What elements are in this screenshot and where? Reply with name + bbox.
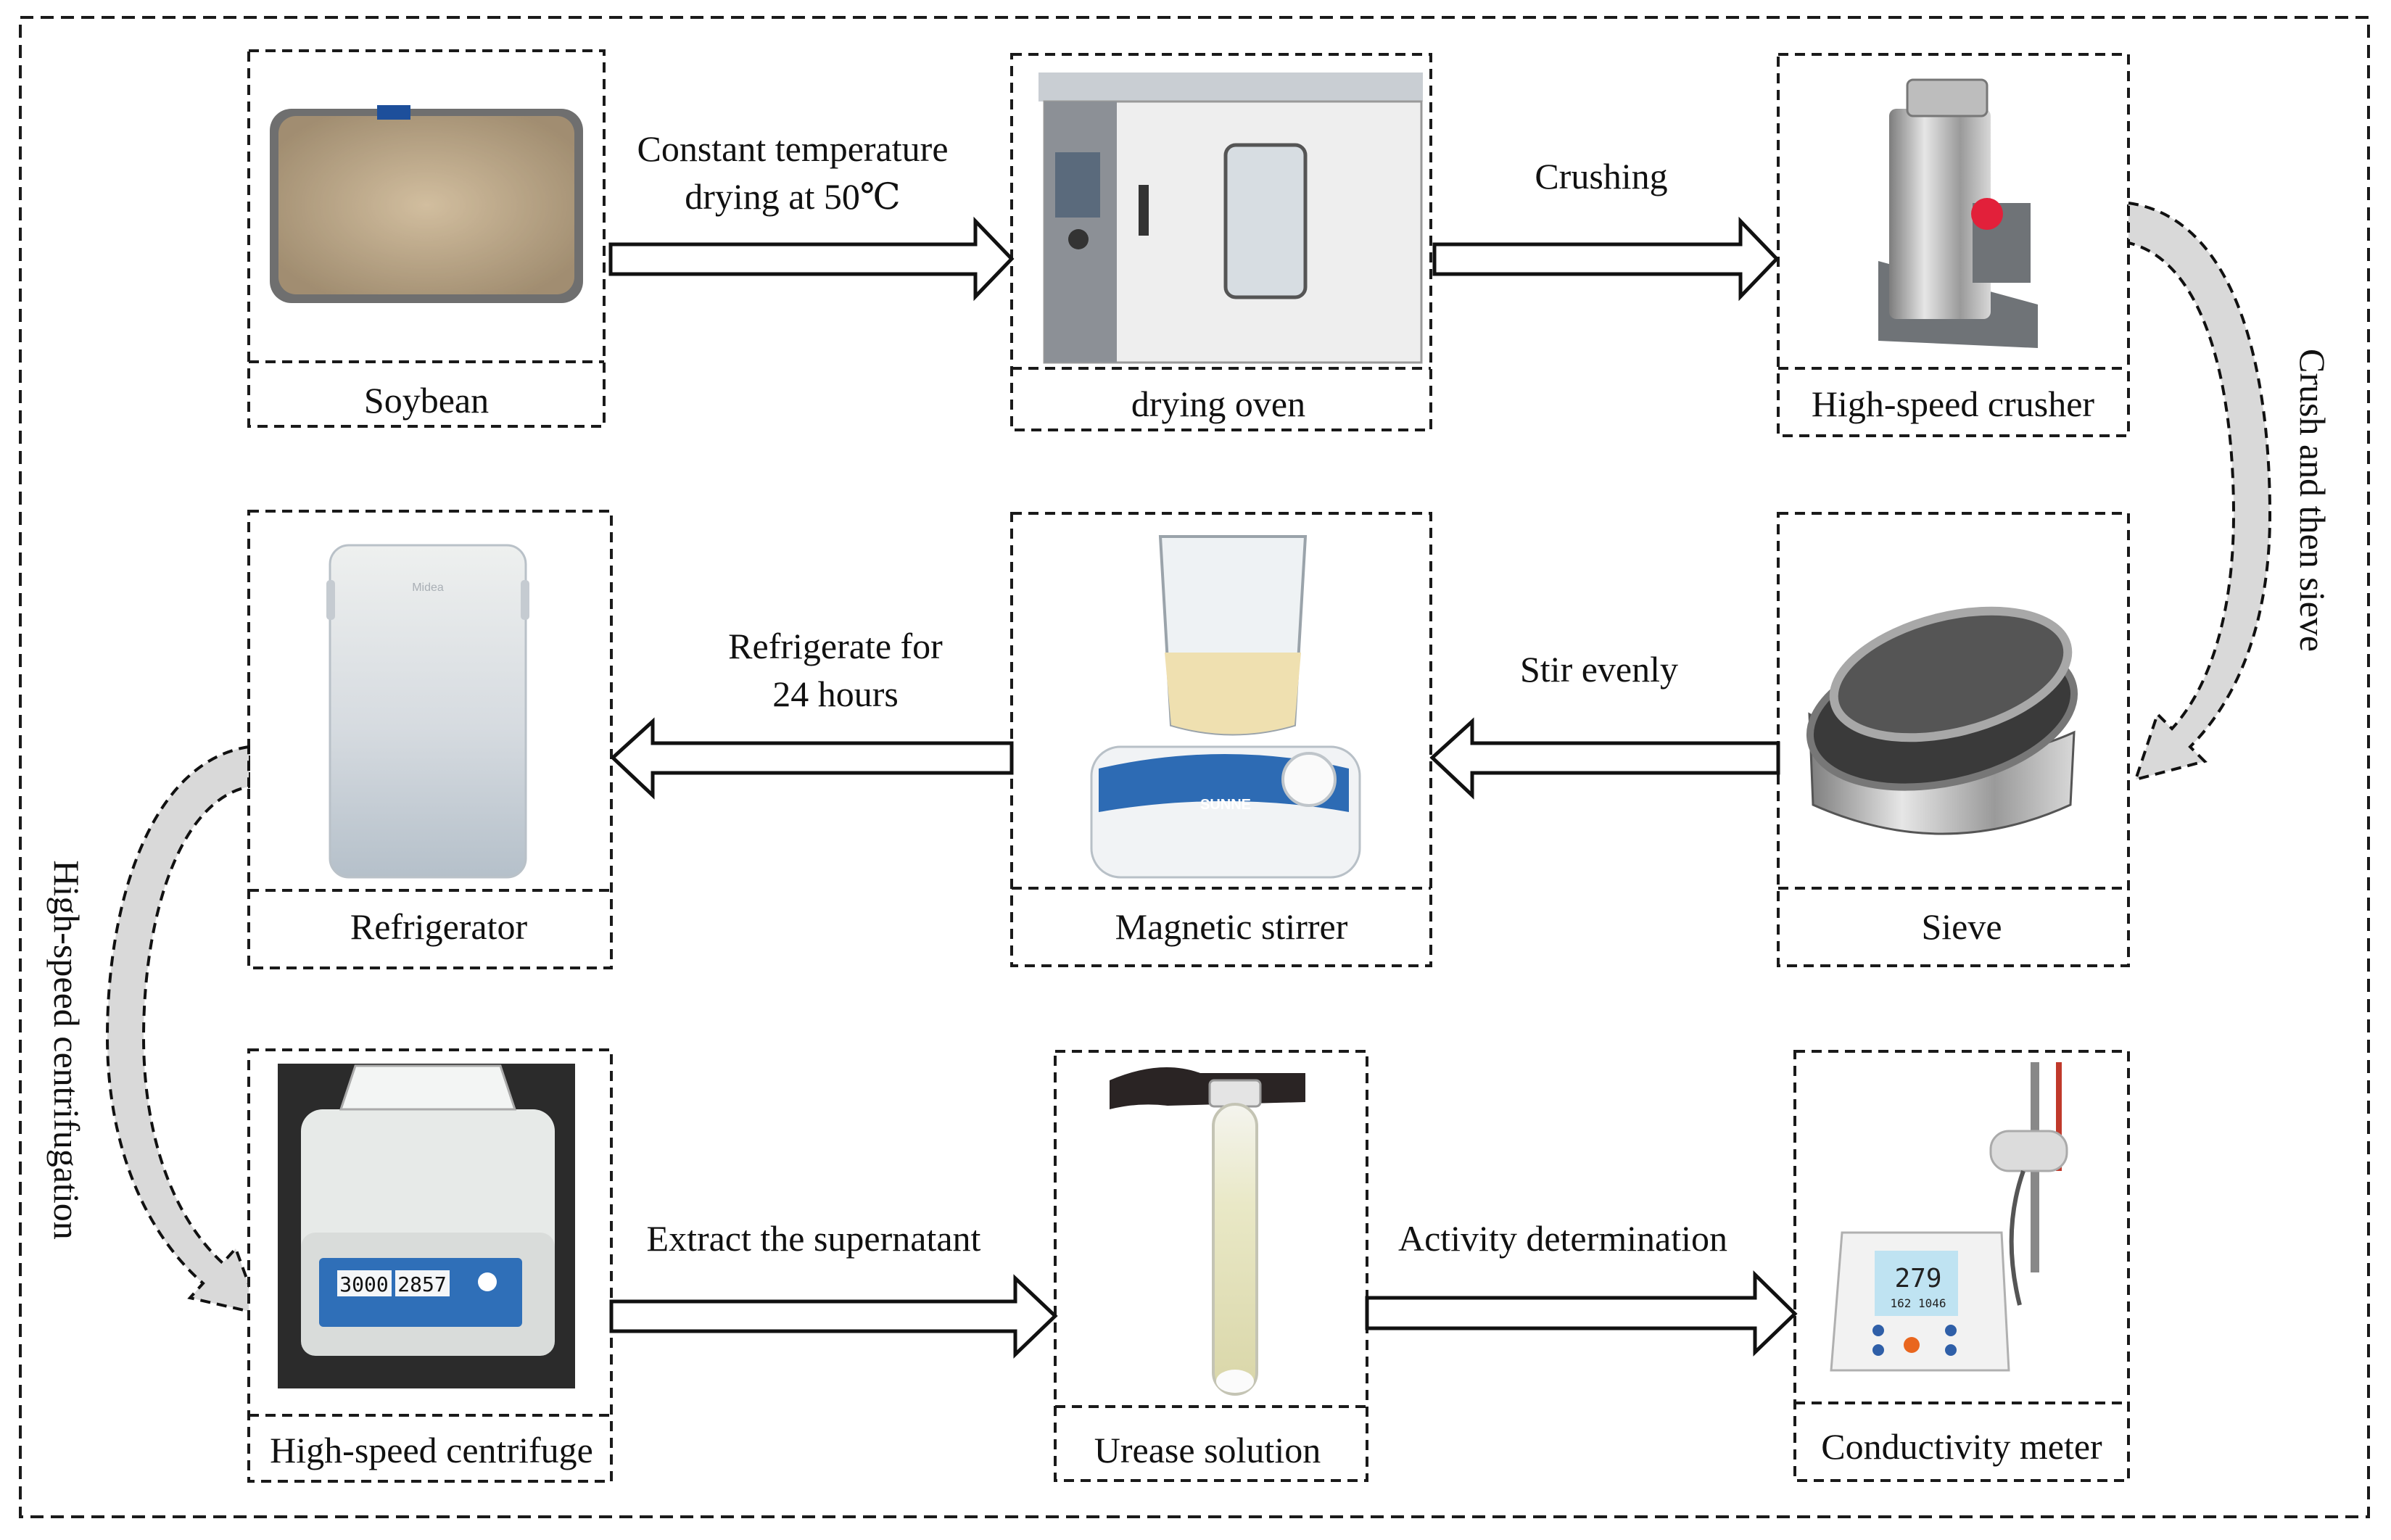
step-refrigerate-line2: 24 hours bbox=[772, 674, 899, 714]
arrow-soybean-to-oven bbox=[608, 216, 1015, 302]
stirrer-brand-text: SUNNE bbox=[1200, 797, 1251, 813]
centrifuge-speed-display: 3000 bbox=[339, 1272, 388, 1296]
fridge-brand-text: Midea bbox=[412, 581, 444, 594]
arrow-centrifuge-to-urease bbox=[609, 1274, 1058, 1359]
step-drying-line1: Constant temperature bbox=[637, 128, 948, 169]
curve-arrow-centrifugation bbox=[105, 745, 263, 1316]
meter-reading-display: 279 bbox=[1894, 1264, 1941, 1293]
label-drying-oven: drying oven bbox=[1131, 384, 1305, 424]
step-crush-then-sieve: Crush and then sieve bbox=[2292, 349, 2333, 652]
arrow-stirrer-to-refrigerator bbox=[610, 717, 1014, 800]
step-activity-determination: Activity determination bbox=[1398, 1218, 1727, 1259]
refrigerator-image: Midea bbox=[326, 544, 529, 879]
conductivity-meter-image: 279 162 1046 bbox=[1830, 1062, 2068, 1372]
node-crusher: High-speed crusher bbox=[1777, 53, 2130, 437]
magnetic-stirrer-image: SUNNE bbox=[1090, 535, 1361, 879]
curve-arrow-crush-sieve bbox=[2127, 201, 2272, 782]
node-magnetic-stirrer: SUNNE Magnetic stirrer bbox=[1010, 512, 1432, 967]
sieve-image bbox=[1806, 606, 2078, 835]
urease-tube-image bbox=[1110, 1067, 1305, 1396]
step-extract-supernatant: Extract the supernatant bbox=[647, 1218, 981, 1259]
label-refrigerator: Refrigerator bbox=[350, 906, 528, 947]
outer-frame bbox=[19, 16, 2370, 1518]
label-crusher: High-speed crusher bbox=[1812, 384, 2094, 424]
label-centrifuge: High-speed centrifuge bbox=[270, 1430, 593, 1470]
centrifuge-image: 3000 2857 bbox=[278, 1064, 575, 1388]
label-urease-solution: Urease solution bbox=[1094, 1430, 1321, 1470]
crusher-image bbox=[1878, 78, 2038, 348]
node-drying-oven: drying oven bbox=[1010, 53, 1432, 431]
node-refrigerator: Midea Refrigerator bbox=[247, 510, 613, 969]
arrow-sieve-to-stirrer bbox=[1429, 717, 1780, 800]
label-magnetic-stirrer: Magnetic stirrer bbox=[1115, 906, 1348, 947]
node-conductivity-meter: 279 162 1046 Conductivity meter bbox=[1793, 1050, 2130, 1482]
arrow-urease-to-meter bbox=[1365, 1270, 1798, 1357]
drying-oven-image bbox=[1038, 73, 1423, 364]
soybean-tray-image bbox=[270, 105, 583, 303]
label-conductivity-meter: Conductivity meter bbox=[1821, 1426, 2102, 1467]
step-stir-evenly: Stir evenly bbox=[1520, 649, 1678, 690]
node-soybean: Soybean bbox=[247, 49, 606, 428]
label-sieve: Sieve bbox=[1921, 906, 2002, 947]
step-high-speed-centrifugation: High-speed centrifugation bbox=[46, 860, 87, 1239]
label-soybean: Soybean bbox=[364, 380, 489, 421]
meter-sub-display: 162 1046 bbox=[1890, 1296, 1946, 1310]
step-crushing: Crushing bbox=[1535, 156, 1667, 196]
step-drying-line2: drying at 50℃ bbox=[685, 176, 901, 217]
node-urease-solution: Urease solution bbox=[1054, 1050, 1368, 1482]
node-sieve: Sieve bbox=[1777, 512, 2130, 967]
step-refrigerate-line1: Refrigerate for bbox=[728, 626, 943, 666]
centrifuge-time-display: 2857 bbox=[397, 1272, 446, 1296]
node-centrifuge: 3000 2857 High-speed centrifuge bbox=[247, 1048, 613, 1483]
arrow-oven-to-crusher bbox=[1432, 216, 1780, 302]
